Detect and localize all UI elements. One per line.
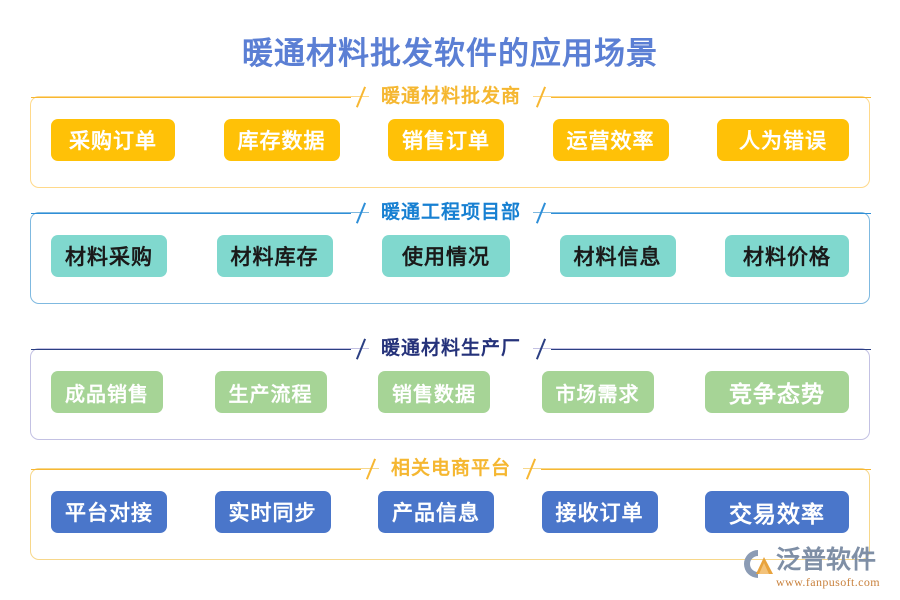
chip-item[interactable]: 平台对接 [51,491,167,533]
chip-item[interactable]: 竞争态势 [705,371,849,413]
chip-item[interactable]: 人为错误 [717,119,849,161]
chip-item[interactable]: 接收订单 [541,491,658,533]
brand-logo: 泛普软件 www.fanpusoft.com [742,546,890,592]
chip-item[interactable]: 销售订单 [388,119,504,161]
chip-item[interactable]: 使用情况 [382,235,510,277]
chip-item[interactable]: 材料库存 [216,235,333,277]
fanpu-logo-icon [742,548,776,580]
chip-item[interactable]: 销售数据 [378,371,490,413]
logo-brand-name: 泛普软件 [776,547,877,574]
page-title: 暖通材料批发软件的应用场景 [242,36,658,71]
section-wholesaler: 暖通材料批发商 采购订单 库存数据 销售订单 运营效率 人为错误 [30,85,872,188]
chip-item[interactable]: 材料采购 [51,235,167,277]
chip-item[interactable]: 交易效率 [705,491,849,533]
logo-website-url: www.fanpusoft.com [776,575,881,589]
chip-row-project-department: 材料采购 材料库存 使用情况 材料信息 材料价格 [31,213,869,297]
chip-item[interactable]: 运营效率 [552,119,669,161]
chip-item[interactable]: 生产流程 [214,371,327,413]
chip-row-wholesaler: 采购订单 库存数据 销售订单 运营效率 人为错误 [31,97,869,181]
chip-item[interactable]: 实时同步 [214,491,331,533]
chip-item[interactable]: 采购订单 [51,119,175,161]
chip-row-ecommerce-platform: 平台对接 实时同步 产品信息 接收订单 交易效率 [31,469,869,553]
chip-item[interactable]: 市场需求 [541,371,654,413]
chip-item[interactable]: 成品销售 [51,371,163,413]
chip-row-manufacturer: 成品销售 生产流程 销售数据 市场需求 竞争态势 [31,349,869,433]
chip-item[interactable]: 产品信息 [378,491,494,533]
chip-item[interactable]: 库存数据 [223,119,340,161]
chip-item[interactable]: 材料信息 [559,235,676,277]
chip-item[interactable]: 材料价格 [725,235,849,277]
section-manufacturer: 暖通材料生产厂 成品销售 生产流程 销售数据 市场需求 竞争态势 [30,337,872,440]
section-project-department: 暖通工程项目部 材料采购 材料库存 使用情况 材料信息 材料价格 [30,201,872,304]
